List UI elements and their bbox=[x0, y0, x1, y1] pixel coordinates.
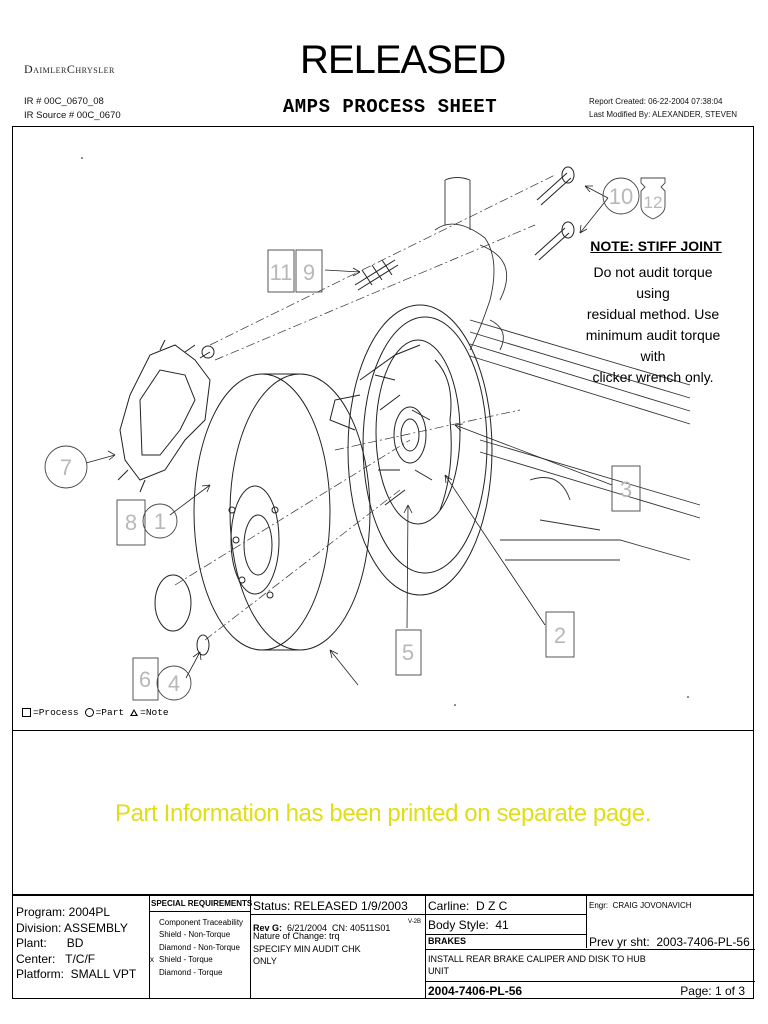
rev-code: V-2B bbox=[407, 919, 421, 925]
page-number: Page: 1 of 3 bbox=[680, 984, 745, 998]
note-line: clicker wrench only. bbox=[592, 369, 714, 385]
operation-description: INSTALL REAR BRAKE CALIPER AND DISK TO H… bbox=[428, 954, 646, 964]
sheet-title: AMPS PROCESS SHEET bbox=[282, 96, 498, 118]
callout-10: 10 bbox=[609, 184, 633, 209]
special-req-item: Shield - Non-Torque bbox=[150, 929, 250, 941]
note-body: Do not audit torque using residual metho… bbox=[578, 262, 728, 388]
diagram-frame bbox=[12, 126, 754, 895]
special-req-title: SPECIAL REQUIREMENTS bbox=[151, 899, 253, 908]
status: Status: RELEASED 1/9/2003 bbox=[253, 899, 408, 913]
system: BRAKES bbox=[428, 936, 467, 946]
req-label: Shield - Torque bbox=[159, 955, 213, 965]
rotor-disk-drawing bbox=[193, 373, 371, 651]
req-label: Shield - Non-Torque bbox=[159, 930, 231, 940]
body-style: Body Style: 41 bbox=[428, 918, 509, 932]
callout-12: 12 bbox=[644, 193, 663, 212]
callout-7: 7 bbox=[60, 455, 72, 480]
company-name: DaimlerChrysler bbox=[24, 62, 115, 76]
note-triangle-icon bbox=[130, 709, 139, 716]
legend-part: =Part bbox=[95, 707, 125, 718]
special-requirements: SPECIAL REQUIREMENTS Component Traceabil… bbox=[150, 896, 253, 998]
special-req-list: Component Traceability Shield - Non-Torq… bbox=[150, 917, 250, 979]
callout-9: 9 bbox=[303, 260, 315, 285]
callout-11: 11 bbox=[270, 260, 293, 285]
req-check-mark bbox=[150, 929, 159, 941]
req-check-mark: x bbox=[150, 955, 154, 965]
part-circle-icon bbox=[84, 708, 94, 717]
report-created: Report Created: 06-22-2004 07:38:04 bbox=[589, 97, 723, 106]
callout-3: 3 bbox=[620, 477, 632, 502]
callout-4: 4 bbox=[168, 671, 180, 696]
nature-of-change: Nature of Change: trq bbox=[253, 931, 340, 941]
assembly-lines bbox=[174, 174, 556, 641]
legend: =Process =Part =Note bbox=[22, 707, 169, 718]
req-label: Diamond - Non-Torque bbox=[159, 942, 240, 952]
footer-info-table: Program: 2004PL Division: ASSEMBLY Plant… bbox=[12, 895, 755, 999]
ir-source: IR Source # 00C_0670 bbox=[24, 110, 121, 121]
part-info-message: Part Information has been printed on sep… bbox=[115, 800, 651, 827]
req-check-mark bbox=[150, 967, 159, 979]
operation-description-cont: UNIT bbox=[428, 966, 449, 976]
frame-divider bbox=[12, 730, 754, 731]
rev-value: 6/21/2004 CN: 40511S01 bbox=[282, 923, 391, 933]
diagram-specks bbox=[81, 157, 689, 706]
note-line: Do not audit torque using bbox=[593, 264, 713, 301]
note-line: residual method. Use bbox=[586, 306, 720, 322]
dust-cap-drawing bbox=[154, 574, 192, 632]
leaf-spring-drawing bbox=[469, 319, 701, 561]
req-check-mark bbox=[150, 917, 159, 929]
req-check-mark bbox=[150, 942, 159, 954]
carline-operation: Carline: D Z C Body Style: 41 BRAKES INS… bbox=[426, 896, 755, 998]
carline: Carline: D Z C bbox=[428, 899, 508, 913]
ir-number: IR # 00C_0670_08 bbox=[24, 96, 104, 107]
caliper-drawing bbox=[117, 339, 215, 493]
platform: Platform: SMALL VPT bbox=[16, 967, 137, 982]
program: Program: 2004PL bbox=[16, 905, 111, 919]
previous-sheet: Prev yr sht: 2003-7406-PL-56 bbox=[589, 935, 750, 949]
change-description-cont: ONLY bbox=[253, 956, 277, 966]
revision-line: Rev G: 6/21/2004 CN: 40511S01 V-2B bbox=[253, 918, 423, 936]
callout-6: 6 bbox=[139, 667, 151, 692]
callout-5: 5 bbox=[402, 640, 414, 665]
callout-shapes bbox=[44, 177, 666, 701]
req-label: Diamond - Torque bbox=[159, 967, 223, 977]
status-revision: Status: RELEASED 1/9/2003 Rev G: 6/21/20… bbox=[251, 896, 425, 998]
sheet-number: 2004-7406-PL-56 bbox=[428, 984, 523, 998]
note-title: NOTE: STIFF JOINT bbox=[590, 238, 722, 254]
rev-label: Rev G: bbox=[253, 923, 283, 933]
strut-drawing bbox=[434, 177, 508, 351]
callout-8: 8 bbox=[125, 510, 137, 535]
leader-lines bbox=[85, 185, 613, 686]
backing-plate-drawing bbox=[329, 304, 493, 596]
callout-2: 2 bbox=[554, 623, 566, 648]
process-square-icon bbox=[22, 708, 31, 717]
change-description: SPECIFY MIN AUDIT CHK bbox=[253, 944, 361, 954]
status-title: RELEASED bbox=[300, 38, 506, 82]
special-req-item: x Shield - Torque bbox=[150, 954, 250, 966]
legend-process: =Process bbox=[33, 707, 79, 718]
legend-note: =Note bbox=[140, 707, 169, 718]
engineer-info: Engr: CRAIG JOVONAVICH Prev yr sht: 2003… bbox=[587, 896, 753, 998]
callout-1: 1 bbox=[154, 509, 166, 534]
nut-drawing bbox=[196, 634, 210, 656]
special-req-item: Diamond - Torque bbox=[150, 967, 250, 979]
engineer: Engr: CRAIG JOVONAVICH bbox=[589, 901, 692, 910]
plant: Plant: BD bbox=[16, 936, 84, 951]
brake-assembly-diagram: 7 8 1 6 4 5 2 3 11 9 10 12 bbox=[44, 157, 701, 706]
program-info: Program: 2004PL Division: ASSEMBLY Plant… bbox=[16, 905, 148, 998]
center: Center: T/C/F bbox=[16, 951, 96, 966]
division: Division: ASSEMBLY bbox=[16, 920, 128, 935]
caliper-bolts-drawing bbox=[354, 166, 575, 291]
special-req-item: Component Traceability bbox=[150, 917, 250, 929]
special-req-item: Diamond - Non-Torque bbox=[150, 942, 250, 954]
note-line: minimum audit torque with bbox=[585, 327, 721, 364]
last-modified: Last Modified By: ALEXANDER, STEVEN bbox=[589, 110, 738, 119]
req-label: Component Traceability bbox=[159, 918, 244, 927]
